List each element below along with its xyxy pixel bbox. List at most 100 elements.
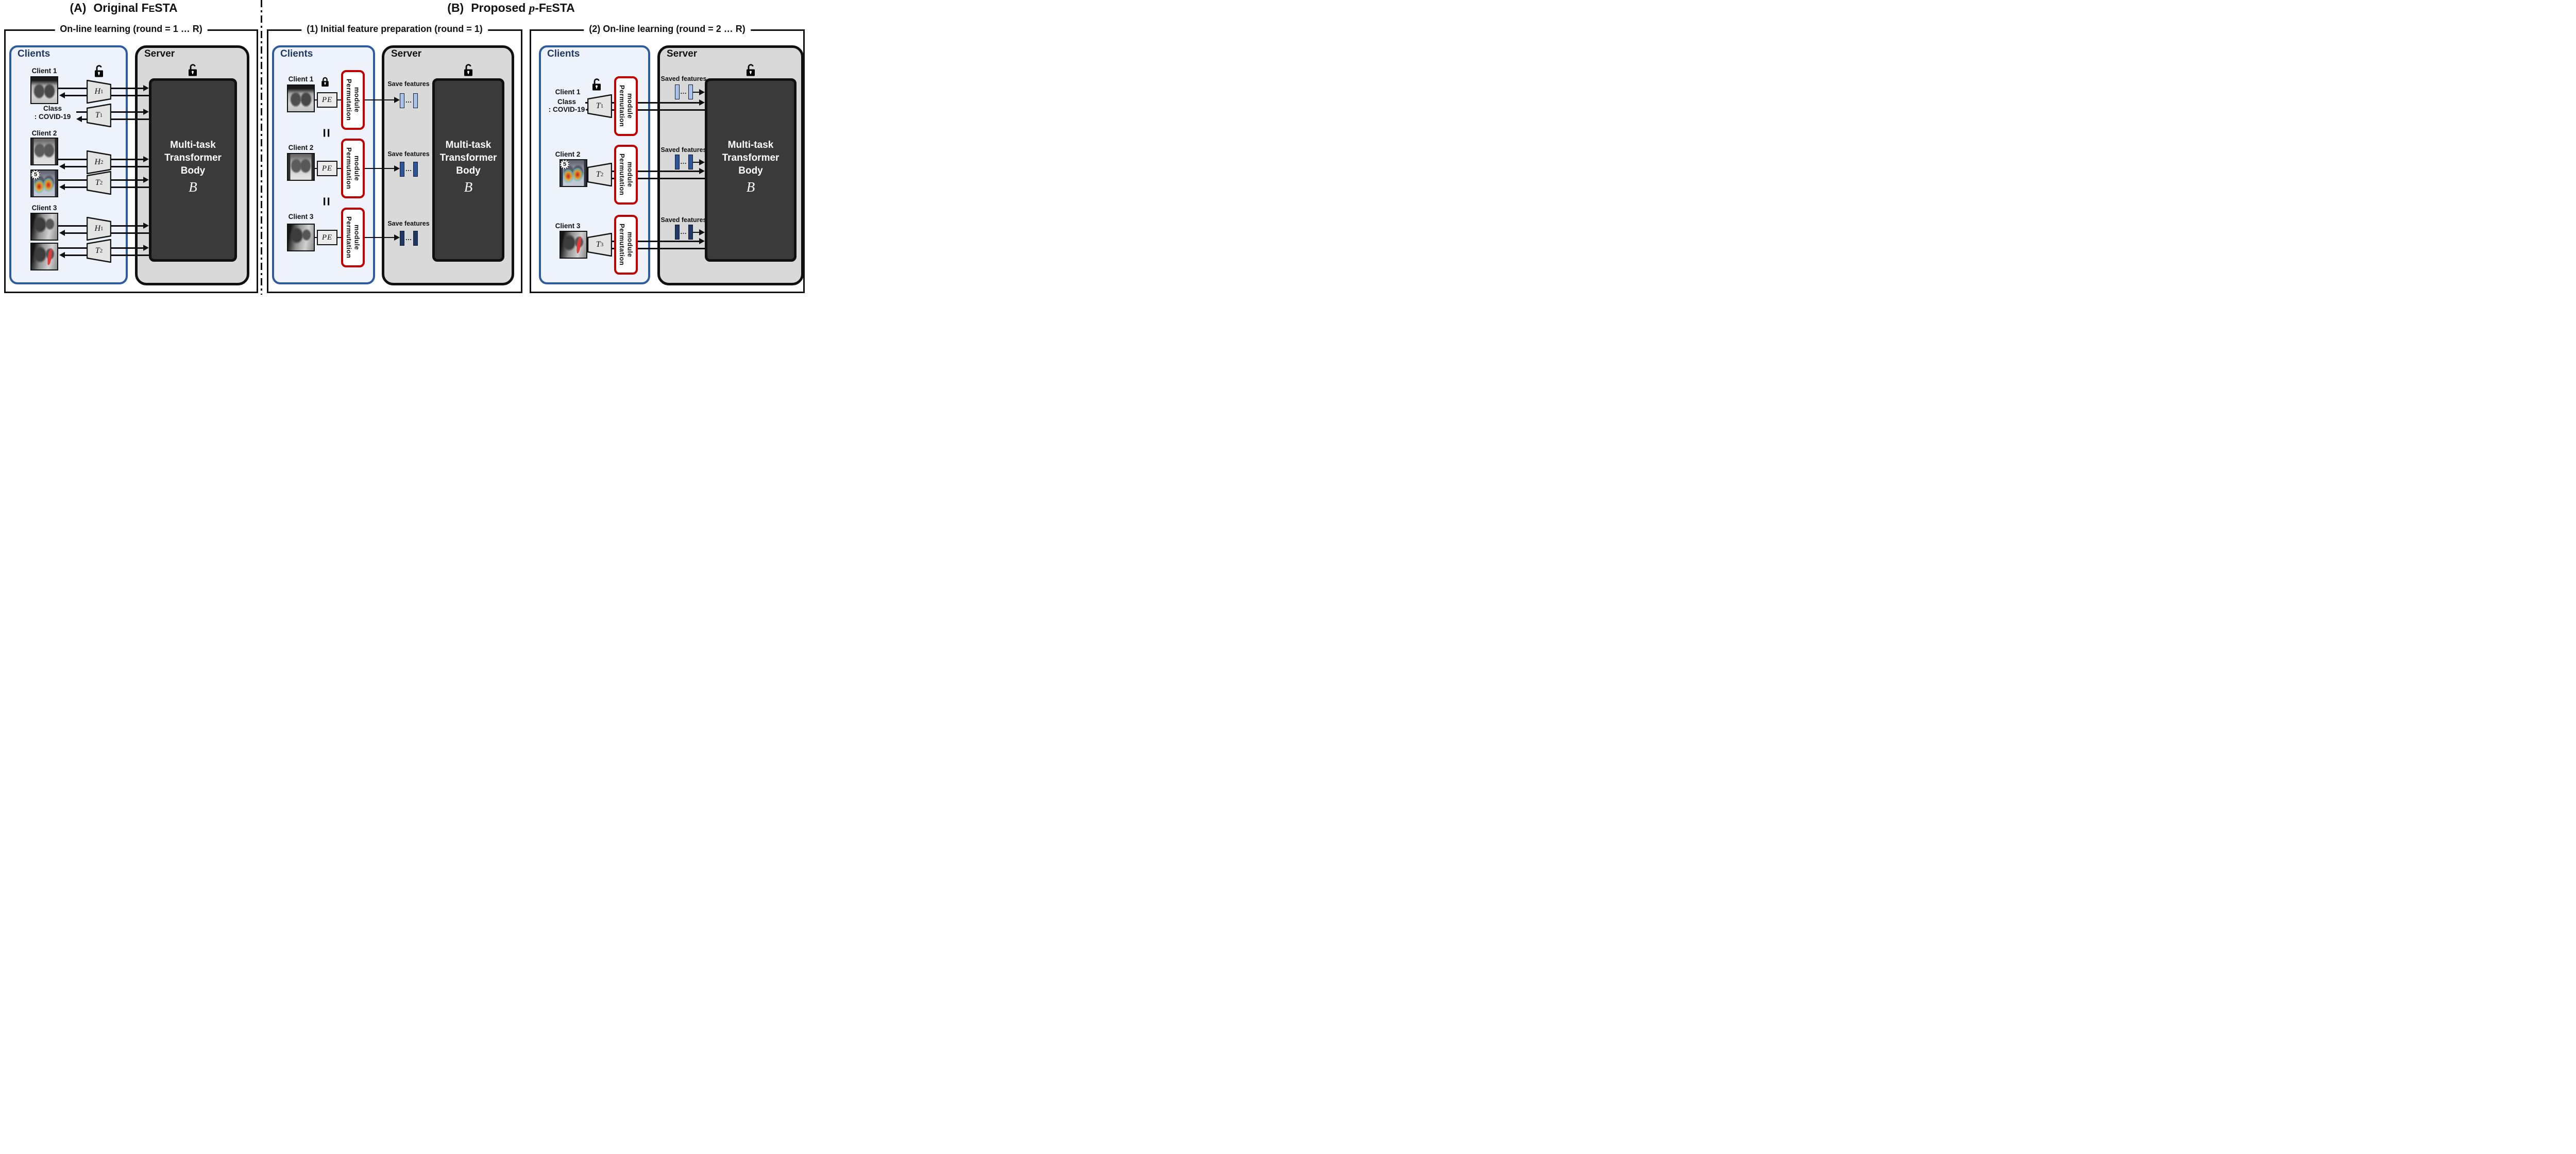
panel-b1-header: (1) Initial feature preparation (round =… <box>301 24 488 35</box>
lock-closed-icon <box>320 76 330 90</box>
arrowhead-right-icon <box>699 159 705 165</box>
lock-open-icon <box>93 64 105 80</box>
client-2-label: Client 2 <box>31 129 57 137</box>
arrowhead-right-icon <box>699 99 705 106</box>
body-line3: Body <box>180 165 206 177</box>
pe-box-client3: PE <box>317 230 337 245</box>
class-label-line2: : COVID-19 <box>34 113 71 121</box>
class-label-line2: : COVID-19 <box>548 106 585 113</box>
body-line1: Multi-task <box>170 139 216 150</box>
feature-bar <box>413 93 418 108</box>
arrowhead-right-icon <box>143 85 149 91</box>
lock-open-icon <box>463 63 474 79</box>
arrow-body-to-client3 <box>593 247 705 249</box>
body-line3: Body <box>738 165 763 177</box>
arrow-saved1-to-body <box>693 91 699 93</box>
panel-a-transformer-body: Multi-task Transformer Body B <box>149 78 237 262</box>
feature-dots: … <box>680 228 687 235</box>
feature-bar <box>688 155 693 169</box>
xray-image-client3 <box>30 213 58 241</box>
feature-bar <box>400 162 404 177</box>
arrowhead-right-icon <box>143 245 149 251</box>
xray-image-client1 <box>30 76 58 104</box>
class-label-line1: Class <box>43 105 62 112</box>
severity-badge: 5 <box>31 170 40 179</box>
arrow-saved3-to-body <box>693 231 699 233</box>
client-3-label: Client 3 <box>555 222 581 230</box>
body-line1: Multi-task <box>445 139 492 150</box>
body-symbol-b: B <box>746 179 755 195</box>
panel-b-title: (B)Proposed p-FESTA <box>447 1 575 14</box>
body-line3: Body <box>456 165 481 177</box>
xray-image-client2 <box>30 138 58 165</box>
festa-architecture-figure: (A)Original FESTA (B)Proposed p-FESTA On… <box>0 0 808 295</box>
lock-open-icon <box>591 77 602 94</box>
arrowhead-right-icon <box>699 168 705 174</box>
xray-image-client2 <box>287 153 315 181</box>
arrow-perm3-to-save <box>365 236 394 239</box>
arrowhead-right-icon <box>143 177 149 183</box>
body-line2: Transformer <box>164 152 222 163</box>
class-label-line1: Class <box>557 98 577 106</box>
panel-b-tag: (B) <box>447 1 464 14</box>
panel-divider-dashed-line <box>261 0 262 295</box>
xray-image-client1 <box>287 84 315 112</box>
arrow-server-to-class1 <box>82 118 149 120</box>
panel-a-online-learning: On-line learning (round = 1 … R) <box>4 24 258 293</box>
body-line2: Transformer <box>722 152 779 163</box>
body-line1: Multi-task <box>727 139 774 150</box>
feature-dots: … <box>680 158 687 165</box>
save-features-label: Save features <box>387 80 430 88</box>
feature-bar <box>400 231 404 246</box>
feature-bar <box>675 225 680 240</box>
lock-open-icon <box>745 63 756 79</box>
client-3-label: Client 3 <box>288 213 314 220</box>
body-symbol-b: B <box>189 179 197 195</box>
arrow-t2-to-body <box>587 170 699 172</box>
arrowhead-right-icon <box>143 223 149 229</box>
arrowhead-left-icon <box>76 116 82 122</box>
client-2-label: Client 2 <box>555 150 581 158</box>
arrowhead-right-icon <box>394 165 400 172</box>
equals-sign: = <box>318 197 335 206</box>
feature-bar <box>413 231 418 246</box>
panel-a-clients-label: Clients <box>18 48 50 59</box>
client-2-label: Client 2 <box>288 144 314 151</box>
feature-bar <box>413 162 418 177</box>
feature-dots: … <box>405 96 413 104</box>
arrow-body-to-class1 <box>591 109 705 111</box>
feature-bar <box>400 93 404 108</box>
arrow-body-to-client2 <box>593 177 705 179</box>
feature-bar <box>688 225 693 240</box>
feature-dots: … <box>680 88 687 95</box>
pe-box-client1: PE <box>317 92 337 108</box>
panel-a-tag: (A) <box>70 1 87 14</box>
arrowhead-right-icon <box>394 234 400 241</box>
lock-open-icon <box>187 63 198 79</box>
brand-festa: FESTA <box>141 1 178 14</box>
panel-b2-server-label: Server <box>667 48 698 59</box>
arrowhead-right-icon <box>699 238 705 244</box>
arrowhead-right-icon <box>699 229 705 235</box>
saved-features-label: Saved features <box>660 216 707 224</box>
arrowhead-left-icon <box>59 252 65 258</box>
panel-a-server-label: Server <box>144 48 175 59</box>
arrowhead-left-icon <box>59 184 65 190</box>
panel-a-header: On-line learning (round = 1 … R) <box>55 24 208 35</box>
saved-features-label: Saved features <box>660 75 707 82</box>
panel-b1-clients-label: Clients <box>280 48 313 59</box>
panel-b2-transformer-body: Multi-task Transformer Body B <box>705 78 796 262</box>
xray-image-client3 <box>287 224 315 251</box>
